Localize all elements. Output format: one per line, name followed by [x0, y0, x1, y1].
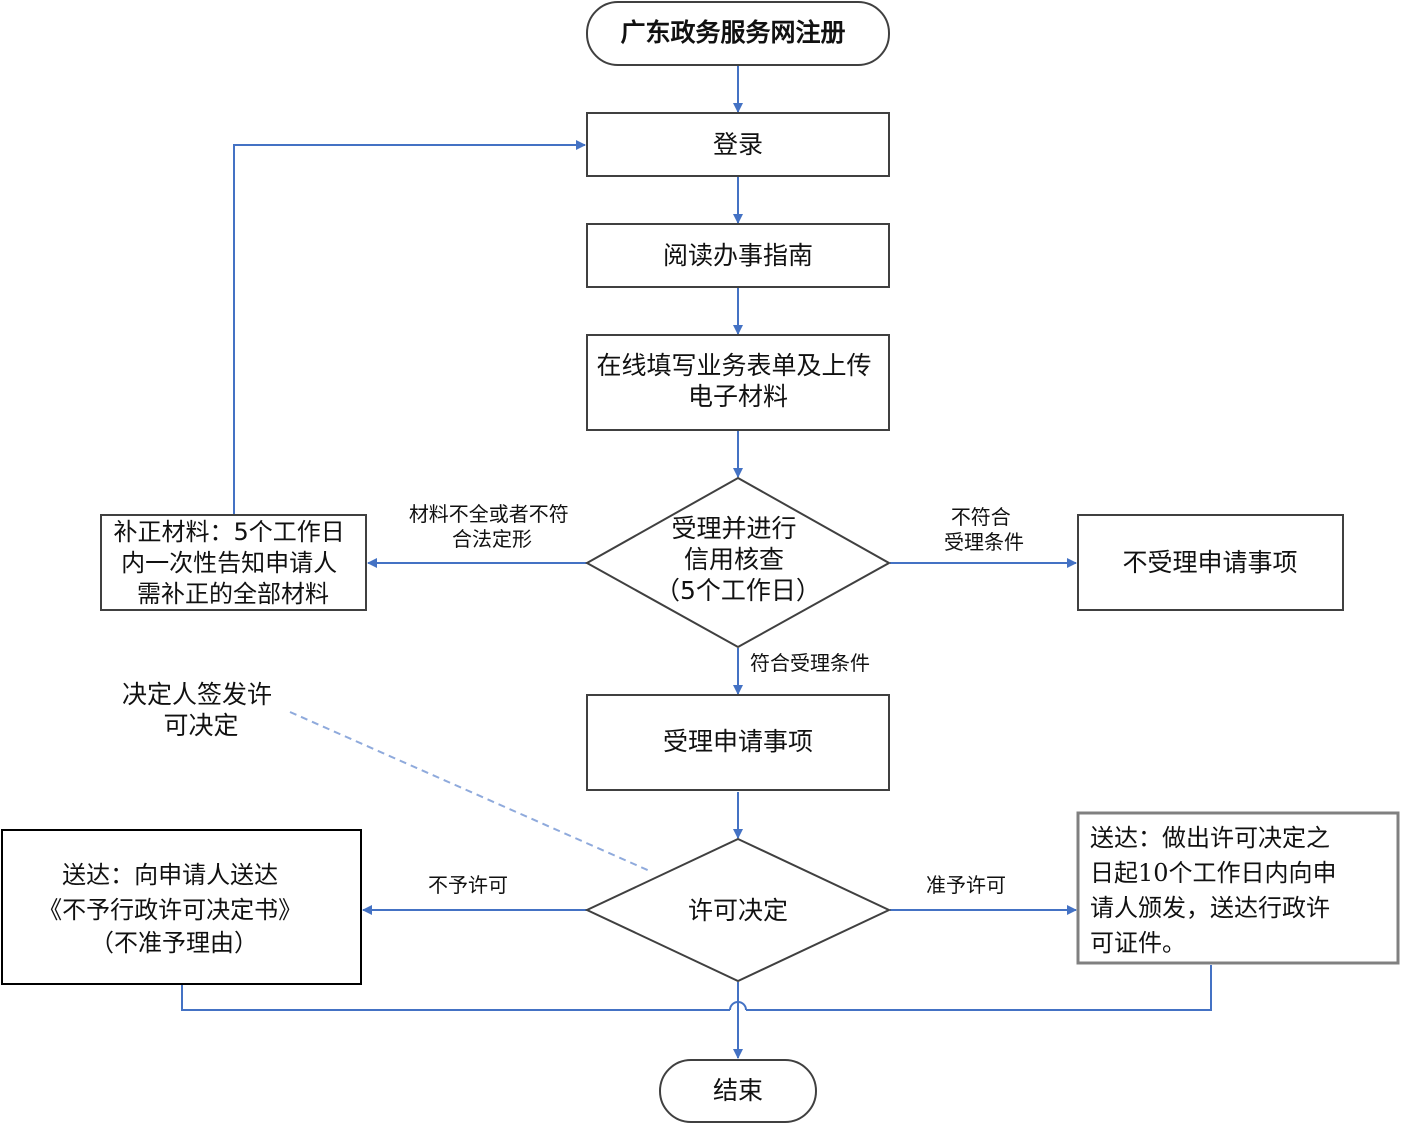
edge-supplement-login — [233, 140, 586, 514]
deny-delivery-line-2: 《不予行政许可决定书》 — [38, 896, 302, 924]
svg-text:送达：向申请人送达 《不予行政许可决定书》: 送达：向申请人送达 《不予行政许可决定书》 （不准予理由） — [38, 861, 310, 957]
qualified-edge-label: 符合受理条件 — [750, 651, 870, 675]
guide-node: 阅读办事指南 — [586, 223, 890, 288]
deny-delivery-node: 送达：向申请人送达 《不予行政许可决定书》 （不准予理由） — [1, 829, 362, 985]
supplement-line-1: 补正材料：5个工作日 — [114, 518, 345, 546]
fill-form-node: 在线填写业务表单及上传 电子材料 — [586, 334, 890, 431]
deny-edge-label: 不予许可 — [428, 873, 508, 897]
annotation-connector — [289, 711, 653, 873]
decision-signer-annotation: 决定人签发许 可决定 — [122, 680, 280, 740]
edge-grant-merge — [746, 965, 1212, 1011]
review-decision-node: 受理并进行 信用核查 （5个工作日） — [584, 476, 892, 649]
end-label: 结束 — [713, 1076, 763, 1105]
svg-text:受理并进行 信用核查 （5个工作日）: 受理并进行 信用核查 （5个工作日） — [655, 514, 821, 605]
not-qualified-edge-label: 不符合 受理条件 — [944, 505, 1024, 554]
start-label: 广东政务服务网注册 — [620, 18, 845, 47]
start-node: 广东政务服务网注册 — [586, 1, 890, 66]
edge-deny-merge — [181, 985, 730, 1011]
guide-label: 阅读办事指南 — [663, 241, 813, 270]
svg-text:送达：做出许可决定之 日起10个工作日内向申: 送达：做出许可决定之 日起10个工作日内向申 请人颁发，送达行政许 可证件。 — [1090, 824, 1344, 957]
supplement-line-2: 内一次性告知申请人 — [121, 549, 337, 577]
supplement-node: 补正材料：5个工作日 内一次性告知申请人 需补正的全部材料 — [100, 514, 367, 611]
svg-text:受理申请事项: 受理申请事项 — [663, 727, 813, 756]
reject-apply-label: 不受理申请事项 — [1122, 548, 1297, 577]
deny-delivery-line-3: （不准予理由） — [90, 929, 258, 957]
supplement-line-3: 需补正的全部材料 — [137, 580, 329, 608]
incomplete-edge-label: 材料不全或者不符 合法定形 — [409, 502, 575, 551]
accept-apply-node: 受理申请事项 — [586, 694, 890, 791]
svg-text:不受理申请事项: 不受理申请事项 — [1122, 548, 1297, 577]
svg-text:登录: 登录 — [713, 130, 763, 159]
grant-delivery-line-3: 请人颁发，送达行政许 — [1090, 894, 1330, 922]
grant-delivery-node: 送达：做出许可决定之 日起10个工作日内向申 请人颁发，送达行政许 可证件。 — [1076, 811, 1400, 965]
deny-delivery-line-1: 送达：向申请人送达 — [62, 861, 278, 889]
review-line-2: 信用核查 — [684, 545, 784, 574]
grant-delivery-line-2: 日起10个工作日内向申 — [1090, 859, 1337, 887]
review-line-1: 受理并进行 — [672, 514, 797, 543]
reject-apply-node: 不受理申请事项 — [1077, 514, 1344, 611]
fill-form-line-1: 在线填写业务表单及上传 — [597, 351, 872, 380]
end-node: 结束 — [659, 1059, 817, 1123]
permit-decision-node: 许可决定 — [584, 837, 892, 983]
grant-delivery-line-4: 可证件。 — [1090, 929, 1186, 957]
login-label: 登录 — [713, 130, 763, 159]
svg-text:广东政务服务网注册: 广东政务服务网注册 — [620, 18, 845, 47]
fill-form-line-2: 电子材料 — [688, 382, 788, 411]
permit-decision-label: 许可决定 — [688, 896, 788, 925]
login-node: 登录 — [586, 112, 890, 177]
review-line-3: （5个工作日） — [655, 576, 821, 605]
svg-text:阅读办事指南: 阅读办事指南 — [663, 241, 813, 270]
accept-apply-label: 受理申请事项 — [663, 727, 813, 756]
grant-delivery-line-1: 送达：做出许可决定之 — [1090, 824, 1330, 852]
svg-text:补正材料：5个工作日 内一次性告知申请人: 补正材料：5个工作日 内一次性告知申请人 需补正的全部材料 — [114, 518, 353, 608]
svg-text:许可决定: 许可决定 — [688, 896, 788, 925]
svg-text:在线填写业务表单及上传 电子材料: 在线填写业务表单及上传 电子材料 — [597, 351, 880, 411]
svg-text:结束: 结束 — [713, 1076, 763, 1105]
edges — [181, 66, 1212, 1059]
grant-edge-label: 准予许可 — [926, 873, 1006, 897]
